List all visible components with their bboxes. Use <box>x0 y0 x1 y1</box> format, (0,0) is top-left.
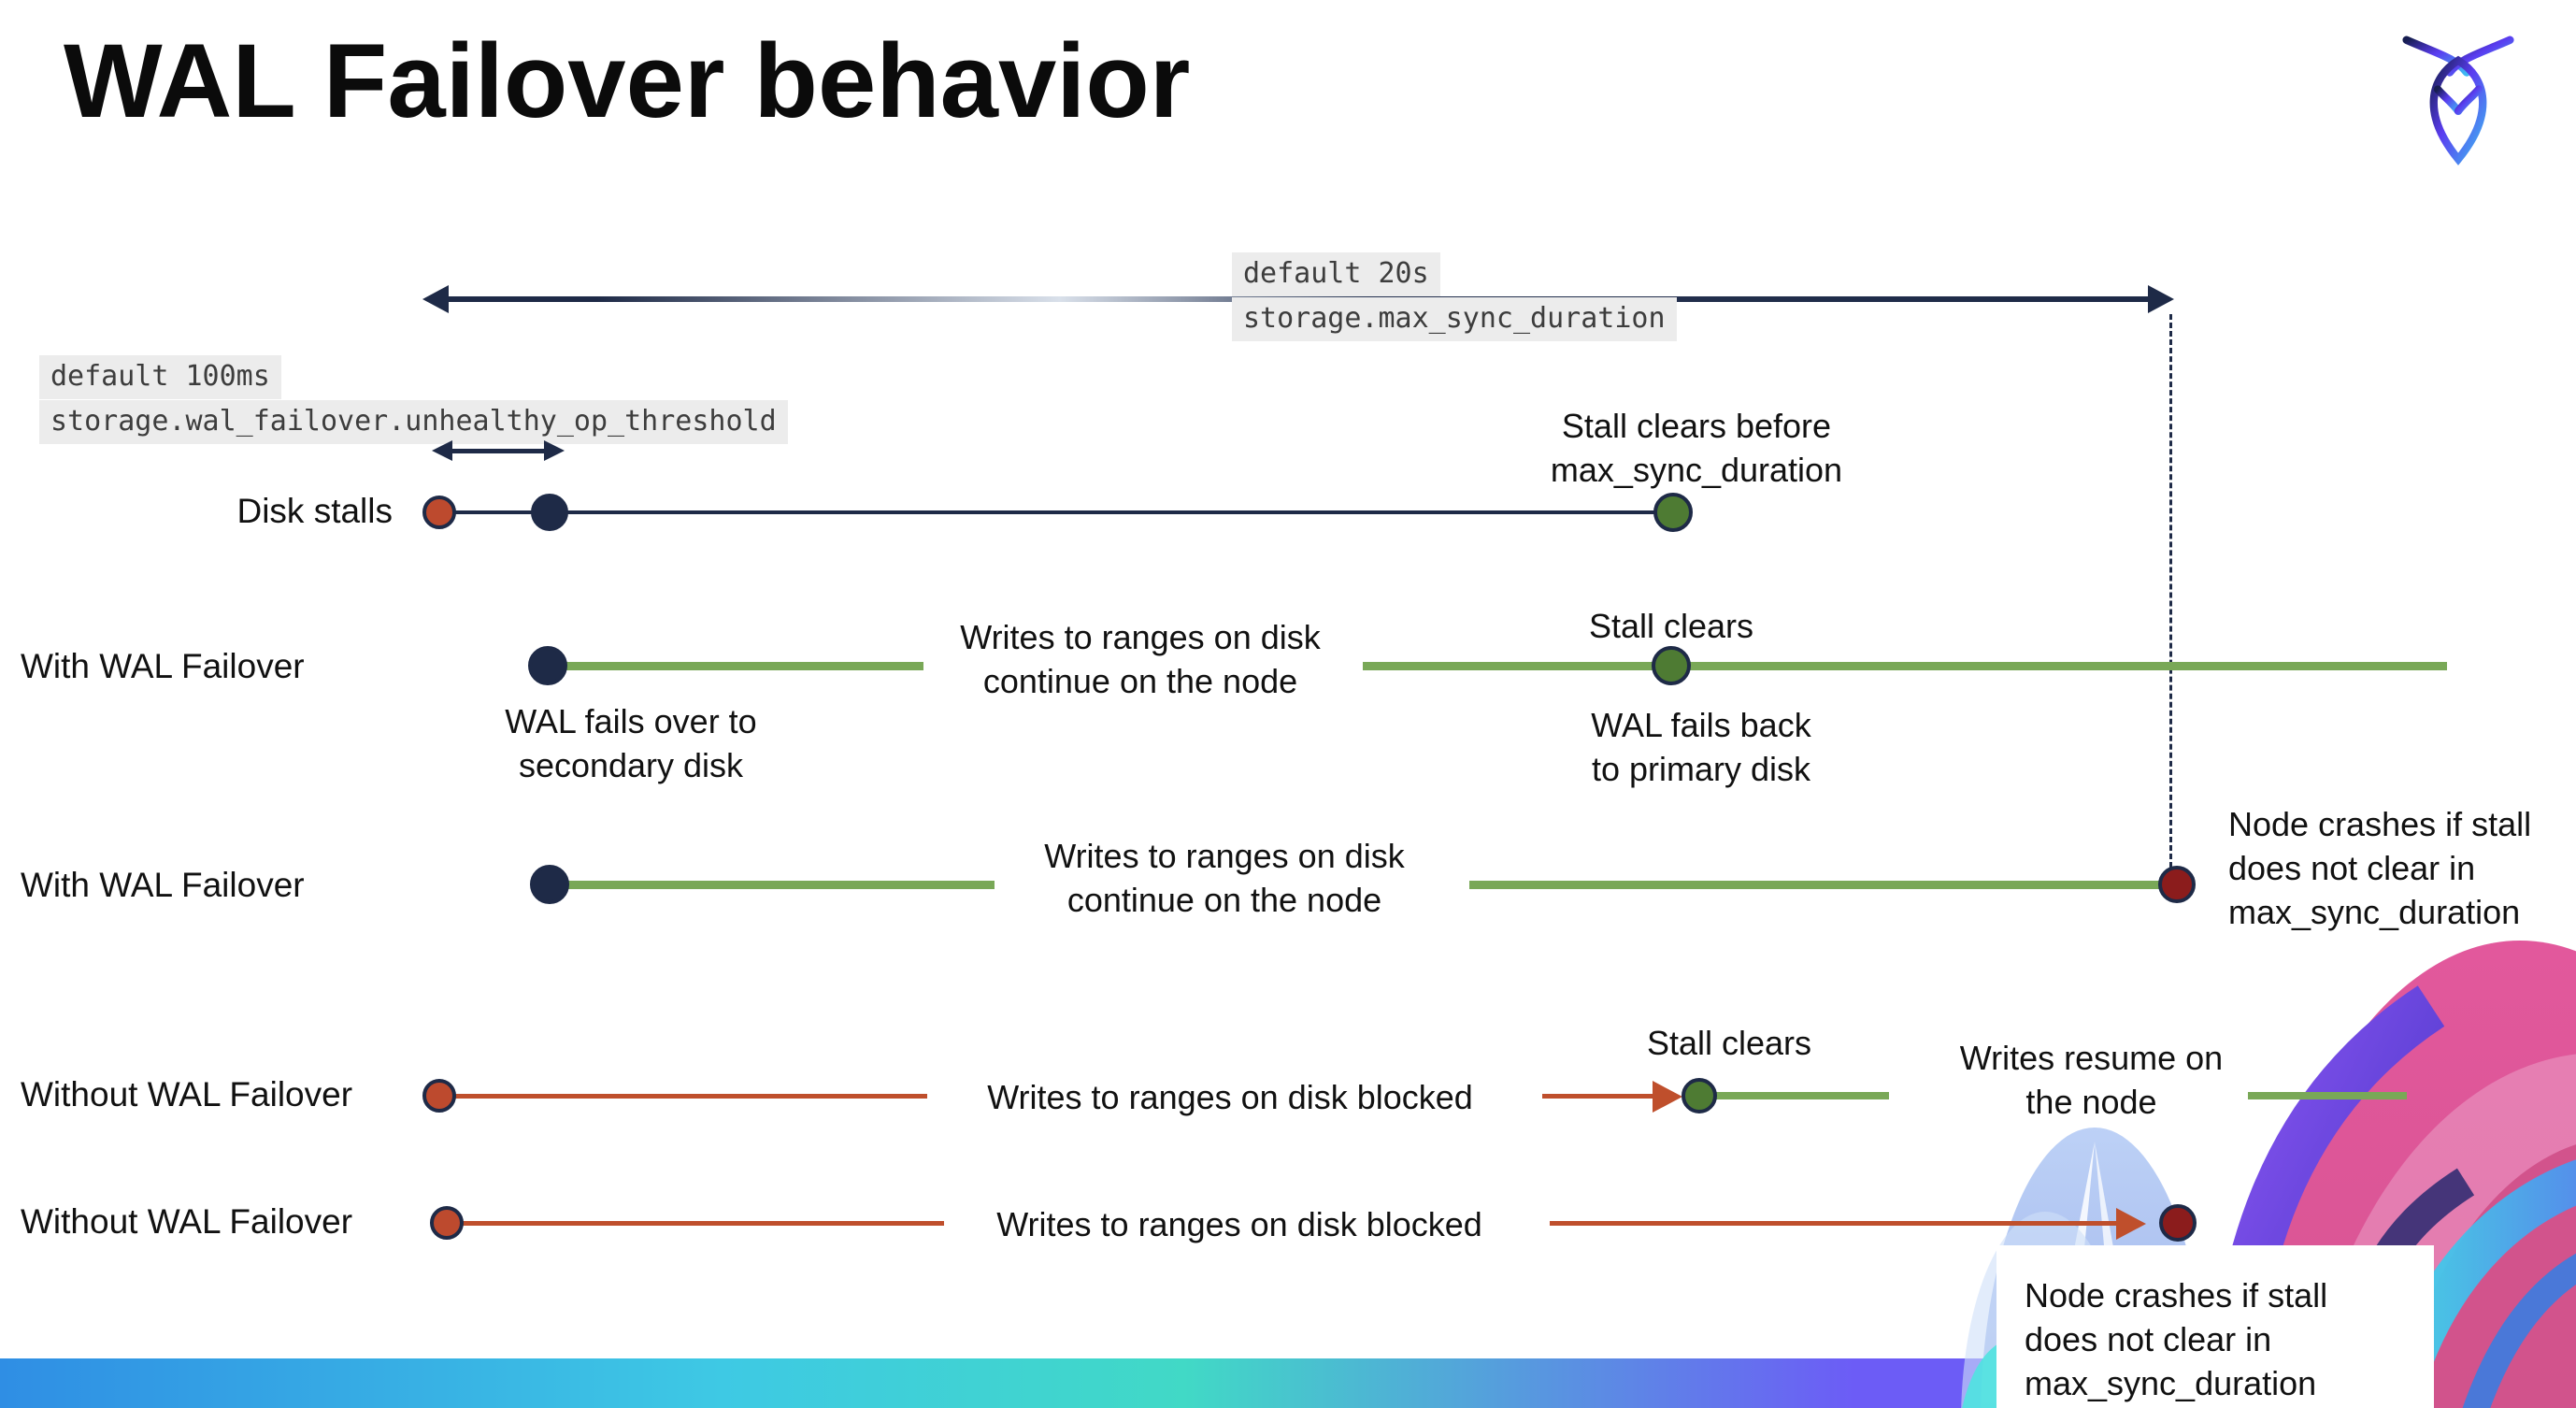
failover-dot-row3 <box>530 865 569 904</box>
annotation-node-crashes-row3: Node crashes if stall does not clear in … <box>2228 805 2532 931</box>
failover-threshold-dot-row1 <box>531 494 568 531</box>
green-line-row3-a <box>563 881 995 889</box>
annotation-writes-continue-row3: Writes to ranges on disk continue on the… <box>1044 837 1405 919</box>
green-line-row2-b <box>1363 662 2447 670</box>
threshold-arrow <box>451 449 544 453</box>
arrowhead-right-icon <box>2148 285 2174 313</box>
page-title: WAL Failover behavior <box>64 22 1191 139</box>
green-line-row2-a <box>561 662 923 670</box>
annotation-writes-blocked-row4: Writes to ranges on disk blocked <box>987 1078 1473 1116</box>
code-chip-max-sync-duration: storage.max_sync_duration <box>1232 297 1677 341</box>
threshold-arrowhead-left-icon <box>432 440 452 461</box>
row-label-with-wal-1: With WAL Failover <box>21 647 305 685</box>
red-arrowhead-row4-icon <box>1653 1081 1682 1113</box>
row-label-without-wal-1: Without WAL Failover <box>21 1075 353 1113</box>
cockroach-logo-icon <box>2402 36 2514 165</box>
annotation-stall-clears-before: Stall clears before max_sync_duration <box>1550 407 1843 489</box>
annotation-wal-fails-back: WAL fails back to primary disk <box>1591 706 1811 788</box>
crash-dot-row3 <box>2158 866 2196 903</box>
stall-clear-dot-row1 <box>1653 493 1693 532</box>
annotation-node-crashes-row5: Node crashes if stall does not clear in … <box>2025 1276 2328 1402</box>
code-chip-default-20s: default 20s <box>1232 252 1440 296</box>
annotation-writes-continue-row2: Writes to ranges on disk continue on the… <box>960 618 1321 700</box>
stall-start-dot-row5 <box>430 1206 464 1240</box>
row-label-without-wal-2: Without WAL Failover <box>21 1202 353 1241</box>
arrowhead-left-icon <box>422 285 449 313</box>
green-line-row3-b <box>1469 881 2163 889</box>
dashed-deadline-line <box>2169 314 2172 868</box>
code-chip-default-100ms: default 100ms <box>39 355 281 399</box>
annotation-writes-blocked-row5: Writes to ranges on disk blocked <box>996 1205 1482 1243</box>
code-chip-unhealthy-op-threshold: storage.wal_failover.unhealthy_op_thresh… <box>39 400 788 444</box>
crash-dot-row5 <box>2159 1204 2197 1242</box>
row-label-with-wal-2: With WAL Failover <box>21 866 305 904</box>
red-line-row4-a <box>455 1094 927 1099</box>
row-label-disk-stalls: Disk stalls <box>236 492 393 530</box>
green-line-row4-a <box>1716 1092 1889 1099</box>
stall-start-dot-row1 <box>422 496 456 529</box>
stall-start-dot-row4 <box>422 1079 456 1113</box>
node-crash-callout-box: Node crashes if stall does not clear in … <box>1996 1245 2434 1408</box>
annotation-writes-resume: Writes resume on the node <box>1959 1039 2224 1121</box>
red-line-row5-b <box>1550 1221 2122 1226</box>
stall-clear-dot-row4 <box>1682 1078 1717 1113</box>
annotation-stall-clears-row4: Stall clears <box>1646 1024 1812 1062</box>
failover-dot-row2 <box>528 646 567 685</box>
green-line-row4-b <box>2248 1092 2407 1099</box>
annotation-stall-clears-row2: Stall clears <box>1588 607 1754 645</box>
timeline-row1 <box>439 510 1673 514</box>
red-arrowhead-row5-icon <box>2116 1208 2146 1240</box>
annotation-wal-fails-over: WAL fails over to secondary disk <box>505 702 757 784</box>
red-line-row5-a <box>463 1221 944 1226</box>
threshold-arrowhead-right-icon <box>544 440 565 461</box>
red-line-row4-b <box>1542 1094 1658 1099</box>
stall-clear-dot-row2 <box>1652 646 1691 685</box>
